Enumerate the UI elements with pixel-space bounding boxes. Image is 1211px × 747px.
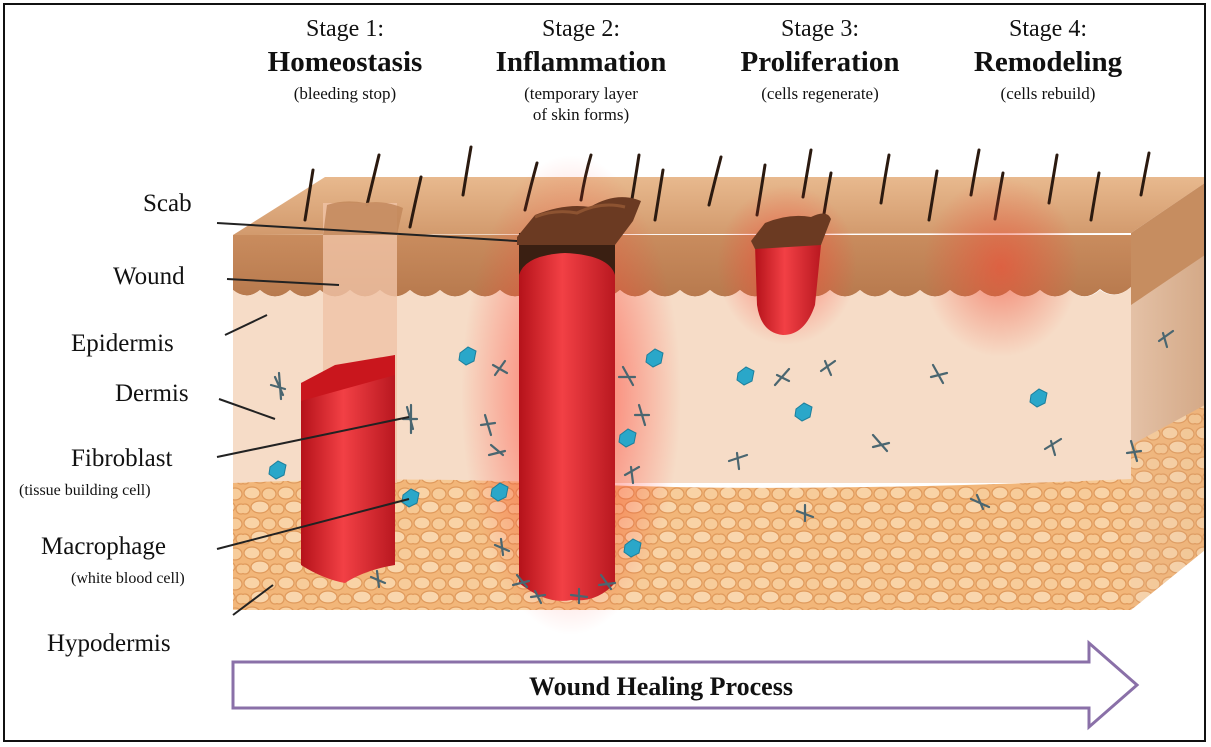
process-arrow-label: Wound Healing Process [233,672,1089,702]
stage4-remodeling-glow [923,177,1079,357]
scab-label: Scab [143,190,192,218]
stage-4-title: Remodeling [933,45,1163,79]
macrophage-label: Macrophage [41,533,166,561]
stage-4-number: Stage 4: [933,15,1163,43]
stage-1-heading: Stage 1: Homeostasis (bleeding stop) [230,15,460,104]
macrophage-sublabel: (white blood cell) [71,570,185,588]
wound-label: Wound [113,263,185,291]
stage-4-heading: Stage 4: Remodeling (cells rebuild) [933,15,1163,104]
stage-2-title: Inflammation [466,45,696,79]
stage-2-heading: Stage 2: Inflammation (temporary layer o… [466,15,696,125]
fibroblast-sublabel: (tissue building cell) [19,482,151,500]
stage-3-title: Proliferation [705,45,935,79]
stage-4-note: (cells rebuild) [933,83,1163,104]
stage-1-note: (bleeding stop) [230,83,460,104]
stage-2-note: (temporary layer of skin forms) [466,83,696,125]
stage2-blood-clot [519,233,615,601]
stage-3-note: (cells regenerate) [705,83,935,104]
epidermis-label: Epidermis [71,330,174,358]
stage-3-number: Stage 3: [705,15,935,43]
stage-1-number: Stage 1: [230,15,460,43]
fibroblast-label: Fibroblast [71,445,172,473]
stage-3-heading: Stage 3: Proliferation (cells regenerate… [705,15,935,104]
stage-2-number: Stage 2: [466,15,696,43]
dermis-label: Dermis [115,380,189,408]
hypodermis-label: Hypodermis [47,630,171,658]
stage-1-title: Homeostasis [230,45,460,79]
diagram-frame: Stage 1: Homeostasis (bleeding stop) Sta… [3,3,1206,742]
